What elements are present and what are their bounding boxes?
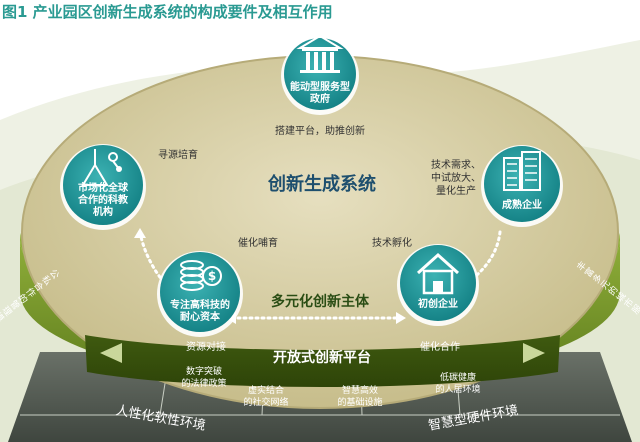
node-label: 成熟企业 bbox=[502, 198, 542, 211]
node-label: 机构 bbox=[93, 205, 113, 218]
node-label: 专注高科技的 bbox=[170, 298, 230, 311]
soft-item-3-line2: 的社交网络 bbox=[243, 396, 288, 408]
government-building-icon bbox=[296, 34, 344, 73]
platform-label: 开放式创新平台 bbox=[273, 349, 371, 366]
arrow-label-tech-1: 技术需求、 bbox=[431, 158, 481, 171]
hard-item-1-line2: 的基础设施 bbox=[337, 396, 382, 408]
node-circle bbox=[284, 38, 356, 110]
arrow-label-incubate: 催化哺育 bbox=[238, 236, 278, 249]
node-label: 能动型服务型 bbox=[290, 80, 350, 93]
arrow-label-source: 寻源培育 bbox=[158, 148, 198, 161]
node-label: 市场化全球 bbox=[78, 181, 129, 194]
node-label: 政府 bbox=[310, 92, 330, 105]
arrow-label-tech-2: 中试放大、 bbox=[431, 171, 481, 184]
arrow-label-docking: 资源对接 bbox=[186, 340, 226, 353]
coins-dollar-icon: $ bbox=[180, 260, 222, 291]
label-char: 模 bbox=[0, 311, 6, 325]
node-label: 初创企业 bbox=[418, 297, 458, 310]
platform-band bbox=[85, 335, 560, 387]
hard-item-1-line1: 智慧高效 bbox=[342, 384, 378, 396]
center-title: 创新生成系统 bbox=[267, 173, 376, 195]
subject-label: 多元化创新主体 bbox=[271, 293, 370, 310]
figure-title: 图1 产业园区创新生成系统的构成要件及相互作用 bbox=[2, 3, 333, 21]
soft-item-3-line1: 虚实结合 bbox=[248, 384, 284, 396]
arrow-label-gov: 搭建平台，助推创新 bbox=[275, 124, 365, 137]
hard-item-2-line1: 低碳健康 bbox=[440, 371, 476, 383]
node-3: 成熟企业 bbox=[481, 145, 563, 227]
science-flask-icon bbox=[81, 149, 122, 186]
label-char: 务 bbox=[637, 308, 640, 322]
arrow-label-transfer: 技术孵化 bbox=[372, 236, 412, 249]
node-label: 耐心资本 bbox=[180, 310, 221, 323]
arrow-label-catalysis: 催化合作 bbox=[420, 340, 460, 353]
dollar-sign: $ bbox=[208, 269, 216, 283]
soft-item-2-line1: 数字突破 bbox=[186, 365, 222, 377]
soft-item-2-line2: 的法律政策 bbox=[181, 377, 226, 389]
arrow-label-tech-3: 量化生产 bbox=[436, 184, 476, 197]
label-char: 服 bbox=[630, 303, 640, 317]
node-label: 合作的科教 bbox=[77, 193, 129, 206]
node-5: 初创企业 bbox=[397, 244, 479, 326]
office-buildings-icon bbox=[503, 151, 541, 191]
hard-item-2-line2: 的人居环境 bbox=[435, 383, 480, 395]
house-icon bbox=[416, 252, 460, 295]
